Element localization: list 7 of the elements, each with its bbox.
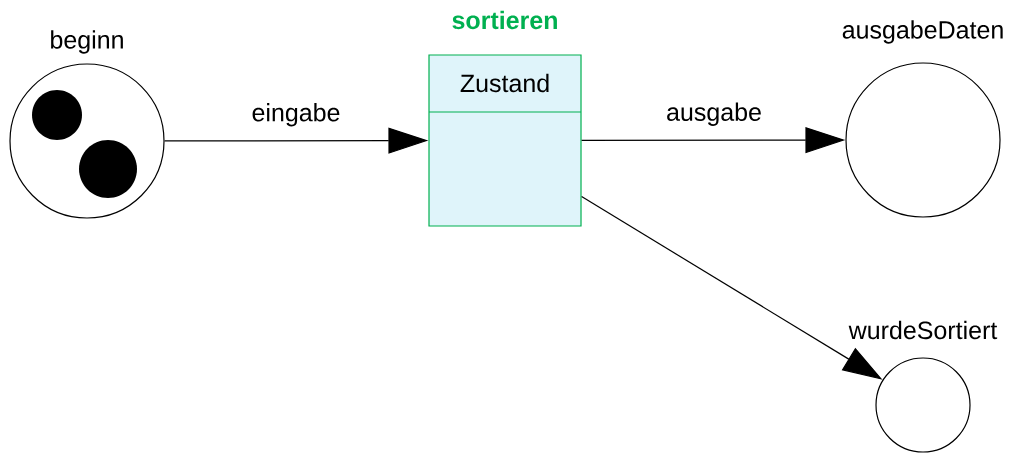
transition-title: sortieren xyxy=(452,10,557,30)
place-label: ausgabeDaten xyxy=(842,20,1003,44)
place-label: beginn xyxy=(51,30,123,54)
edge-label: eingabe xyxy=(250,102,342,128)
compartment-label: Zustand xyxy=(460,73,549,93)
place-label: wurdeSortiert xyxy=(848,320,998,340)
edge-label: ausgabe xyxy=(665,101,763,127)
